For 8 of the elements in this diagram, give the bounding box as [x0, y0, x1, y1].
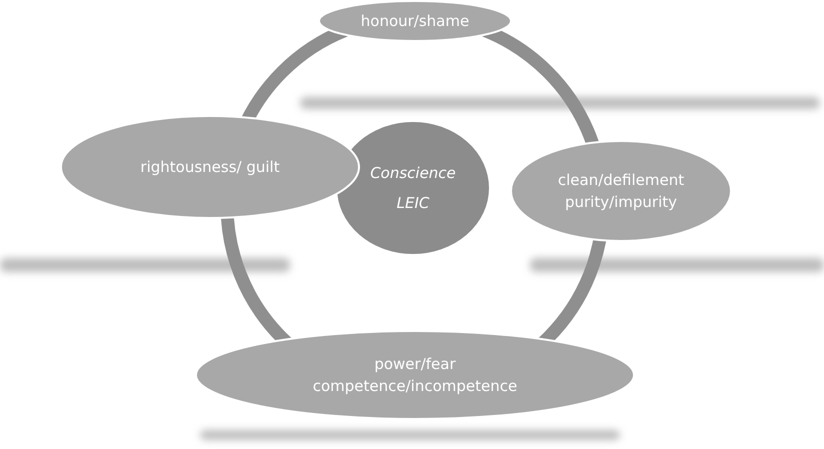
node-label: power/fear — [374, 354, 456, 374]
node-label: Conscience — [370, 162, 456, 184]
node-label: clean/defilement — [558, 170, 684, 190]
node-label: competence/incompetence — [312, 376, 518, 397]
node-label: LEIC — [396, 193, 430, 214]
node-label: rightousness/ guilt — [140, 156, 280, 178]
node-label: purity/impurity — [564, 192, 678, 213]
node-label: honour/shame — [360, 10, 470, 32]
